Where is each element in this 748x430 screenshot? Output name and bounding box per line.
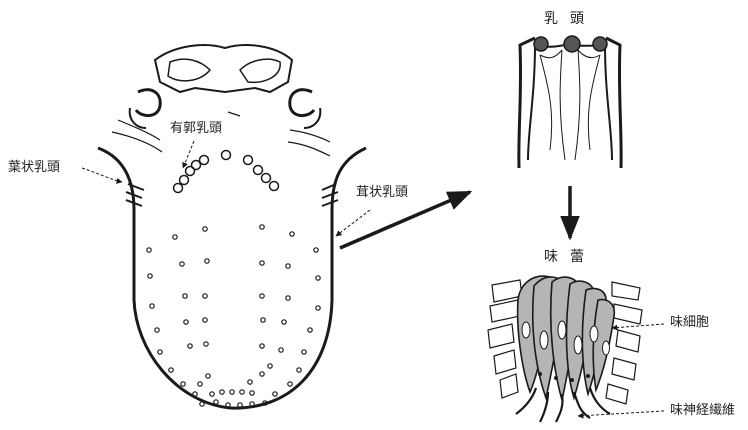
label-foliate: 葉状乳頭 [8,161,60,174]
leader-fungiform [336,210,370,236]
leader-taste-cell [612,324,664,328]
label-papilla: 乳頭 [544,12,596,26]
taste-bud-dot-2 [564,36,580,52]
circumvallate-papillae [174,151,279,193]
leader-taste-nerve [578,411,664,416]
tongue [98,45,366,408]
label-taste-nerve: 味神経繊維 [670,404,735,417]
label-taste-cell: 味細胞 [670,316,709,329]
foliate-grooves-left [126,184,144,206]
leader-foliate [82,168,122,182]
epiglottis [155,45,292,92]
label-fungiform: 茸状乳頭 [356,186,408,199]
taste-bud-dot-3 [593,37,607,51]
label-circumvallate: 有郭乳頭 [170,122,222,135]
arrow-to-papilla [340,192,470,248]
taste-bud [488,276,642,422]
papilla-section [519,36,621,168]
taste-bud-dot-1 [534,37,548,51]
label-taste-bud: 味蕾 [544,250,596,264]
